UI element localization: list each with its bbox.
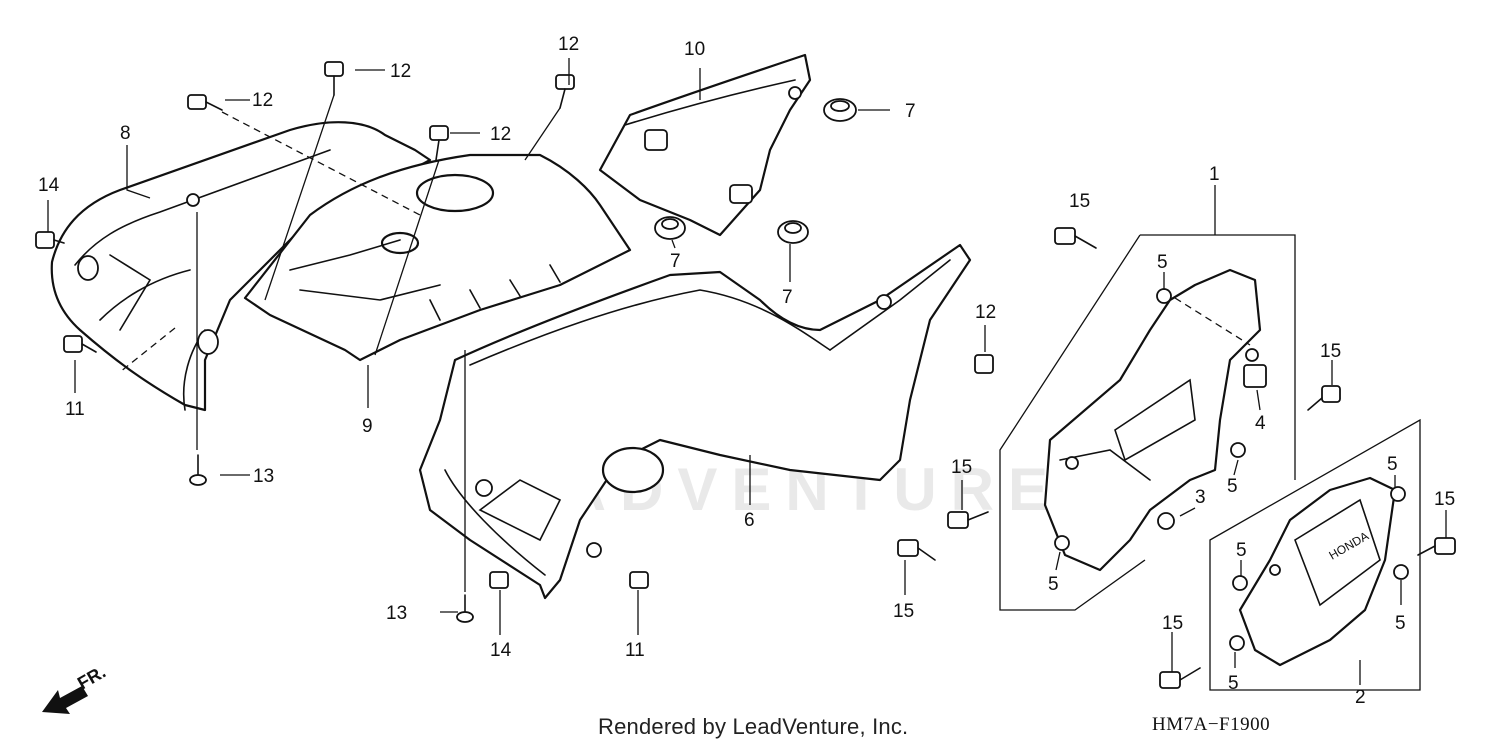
clip xyxy=(187,94,223,111)
callout-14: 14 xyxy=(38,175,60,196)
callout-12: 12 xyxy=(390,61,411,82)
callout-12: 12 xyxy=(558,34,579,55)
clip xyxy=(974,354,994,374)
part-4-rubber xyxy=(1243,364,1267,388)
callout-5: 5 xyxy=(1236,540,1247,561)
callout-15: 15 xyxy=(1434,489,1455,510)
collar xyxy=(1232,575,1248,591)
collar xyxy=(1229,635,1245,651)
callout-1: 1 xyxy=(1209,164,1220,185)
callout-15: 15 xyxy=(951,457,972,478)
screw xyxy=(456,594,474,623)
part-2-cover: HONDA xyxy=(1238,476,1397,667)
callout-3: 3 xyxy=(1195,487,1206,508)
grommet xyxy=(654,216,686,240)
callout-10: 10 xyxy=(684,39,705,60)
callout-5: 5 xyxy=(1387,454,1398,475)
bolt xyxy=(63,335,97,353)
grommet xyxy=(823,98,857,122)
callout-15: 15 xyxy=(1320,341,1341,362)
callout-7: 7 xyxy=(670,251,681,272)
callout-5: 5 xyxy=(1157,252,1168,273)
callout-2: 2 xyxy=(1355,687,1366,708)
callout-15: 15 xyxy=(1069,191,1090,212)
grommet xyxy=(777,220,809,244)
drawing-code: HM7A−F1900 xyxy=(1152,714,1271,735)
nut xyxy=(1157,512,1175,530)
callout-labels: 8 14 11 13 12 12 12 12 9 10 7 7 7 12 6 1… xyxy=(38,34,1455,708)
screw xyxy=(189,454,207,486)
clip xyxy=(555,74,575,109)
callout-12: 12 xyxy=(252,90,273,111)
part-7-grommets xyxy=(654,98,857,244)
callout-4: 4 xyxy=(1255,413,1266,434)
assembly-line xyxy=(1174,297,1251,346)
callout-15: 15 xyxy=(893,601,914,622)
callout-5: 5 xyxy=(1228,673,1239,694)
bolt xyxy=(1054,227,1097,249)
callout-7: 7 xyxy=(905,101,916,122)
callout-13: 13 xyxy=(253,466,274,487)
front-direction-arrow: FR. xyxy=(42,662,109,714)
collar xyxy=(1230,442,1246,458)
leader-lines xyxy=(47,58,1447,685)
collar xyxy=(1156,288,1172,304)
bolt xyxy=(35,231,65,249)
bolt xyxy=(629,571,649,589)
bolt xyxy=(1159,667,1201,689)
callout-6: 6 xyxy=(744,510,755,531)
group-bracket-1 xyxy=(999,234,1296,611)
collar xyxy=(1390,486,1406,502)
bolt xyxy=(947,511,989,529)
callout-11: 11 xyxy=(65,399,85,420)
bolt xyxy=(897,539,936,561)
callout-12: 12 xyxy=(490,124,511,145)
callout-13: 13 xyxy=(386,603,407,624)
bolt xyxy=(1417,537,1456,556)
bolt xyxy=(489,571,509,589)
callout-15: 15 xyxy=(1162,613,1183,634)
collar xyxy=(1393,564,1409,580)
part-10-side-cover xyxy=(598,53,812,237)
part-9-rear-center-cover xyxy=(243,153,632,362)
callout-14: 14 xyxy=(490,640,512,661)
callout-8: 8 xyxy=(120,123,131,144)
callout-12: 12 xyxy=(975,302,996,323)
arrow-icon xyxy=(42,686,88,714)
callout-9: 9 xyxy=(362,416,373,437)
bolt xyxy=(1307,385,1341,411)
collar xyxy=(1054,535,1070,551)
callout-11: 11 xyxy=(625,640,645,661)
credit-text: Rendered by LeadVenture, Inc. xyxy=(598,714,909,739)
part-1-cover xyxy=(1043,268,1262,572)
callout-5: 5 xyxy=(1227,476,1238,497)
group-bracket-2 xyxy=(1209,418,1421,691)
fasteners xyxy=(35,61,1456,689)
part-6-rear-fender xyxy=(418,243,972,600)
callout-7: 7 xyxy=(782,287,793,308)
clip xyxy=(324,61,344,96)
assembly-line xyxy=(221,111,421,216)
part-8-rear-mudguard xyxy=(50,121,432,412)
clip xyxy=(429,125,449,161)
callout-5: 5 xyxy=(1395,613,1406,634)
callout-5: 5 xyxy=(1048,574,1059,595)
